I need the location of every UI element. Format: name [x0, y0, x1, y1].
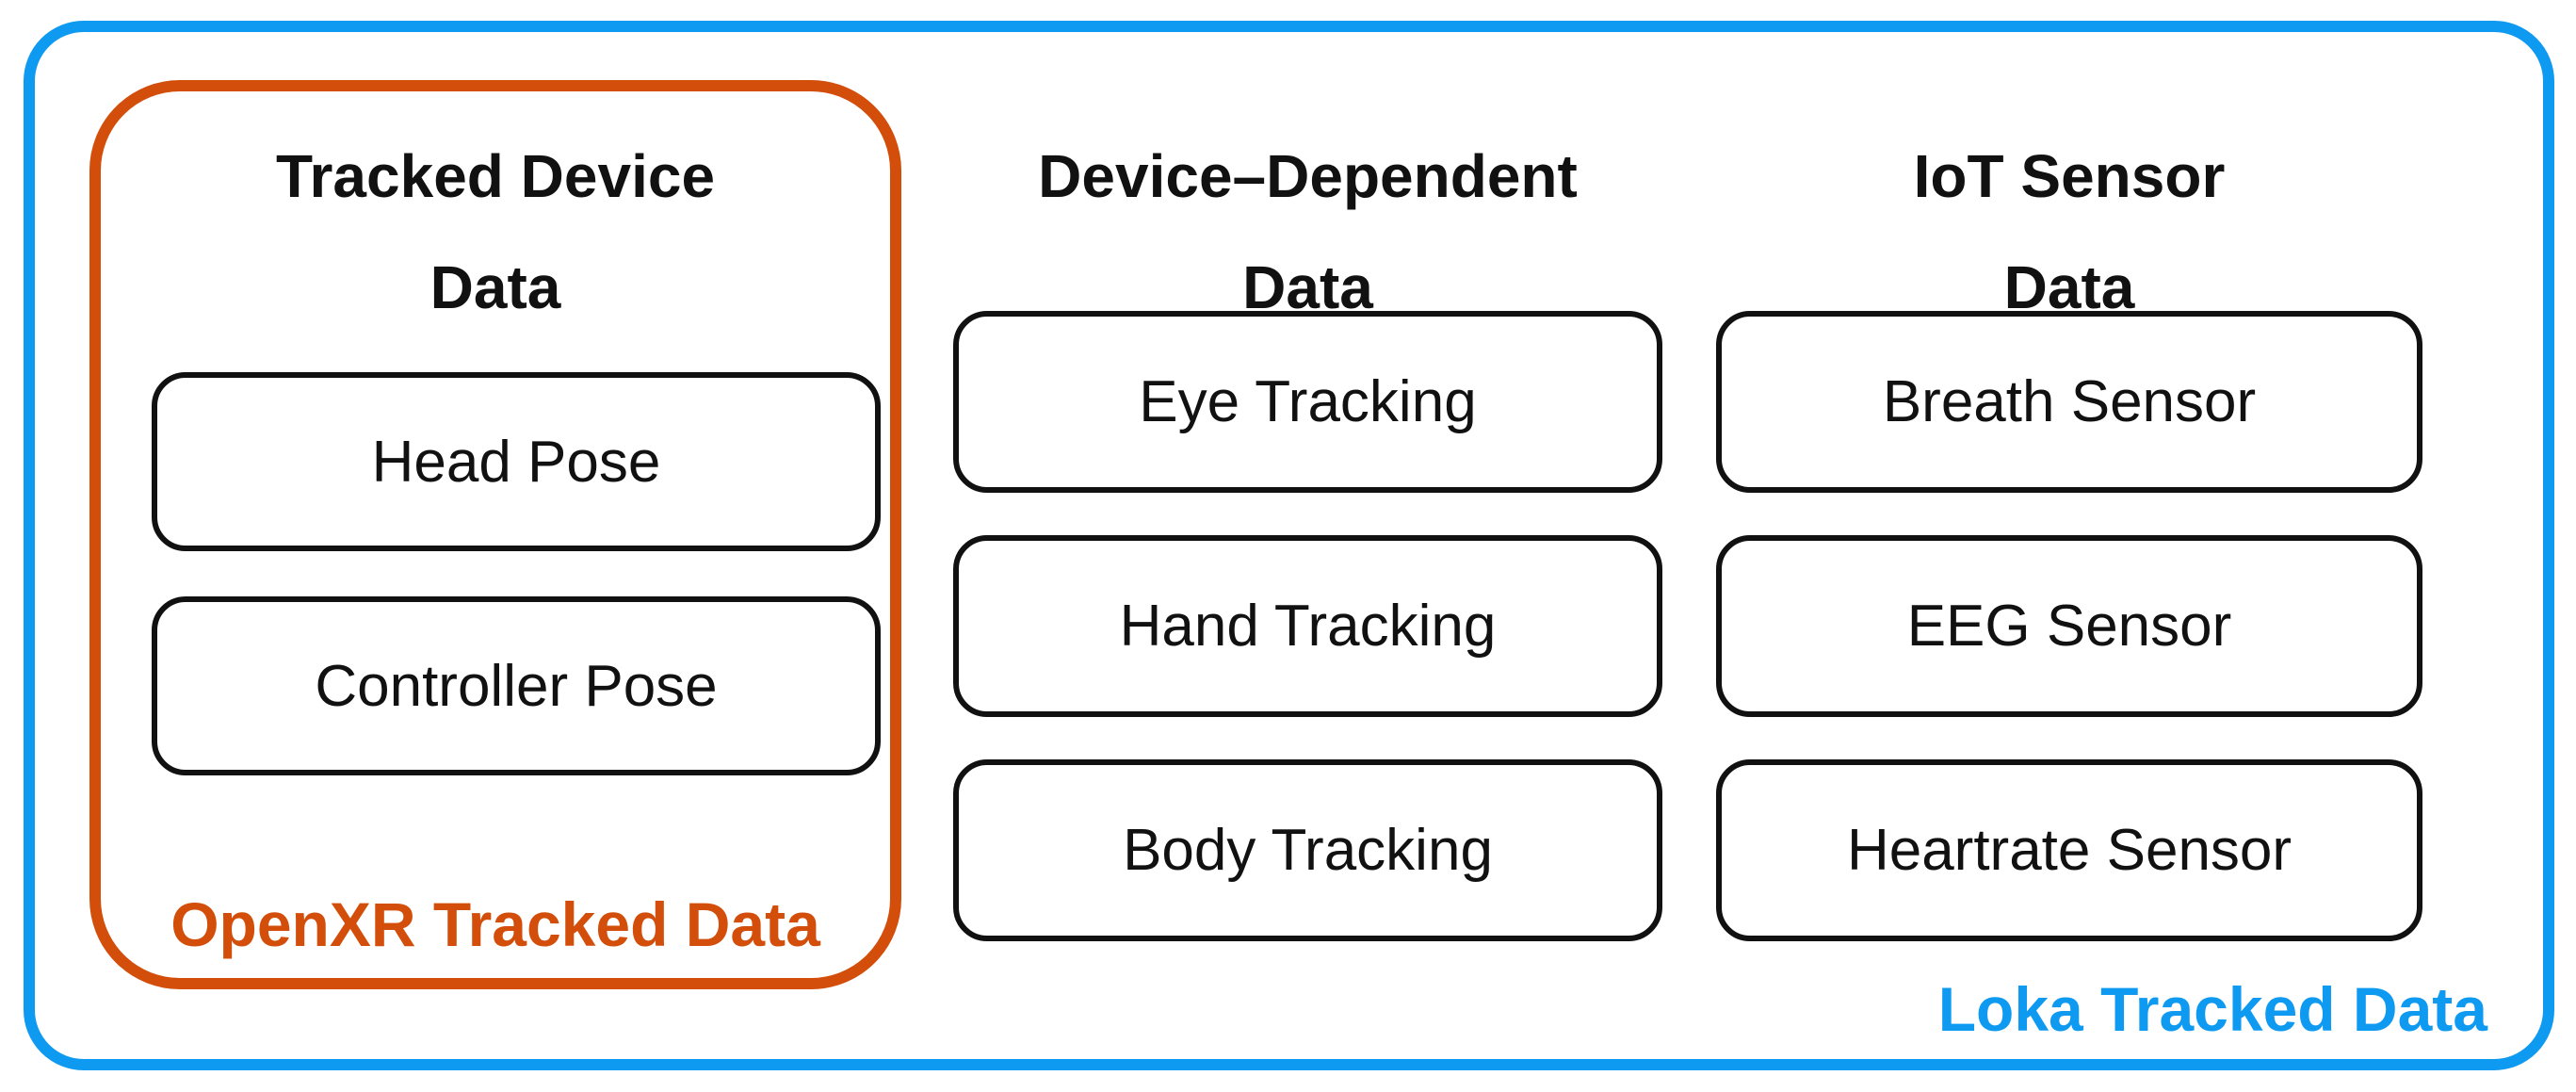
loka-tracked-data-frame: [24, 21, 2554, 1070]
column-title-device-dependent-data: Device–Dependent Data: [953, 121, 1662, 344]
node-hand-tracking: Hand Tracking: [953, 535, 1662, 717]
column-title-line2: Data: [2003, 253, 2135, 322]
node-controller-pose: Controller Pose: [152, 596, 881, 775]
column-title-tracked-device-data: Tracked Device Data: [89, 121, 901, 344]
node-body-tracking: Body Tracking: [953, 759, 1662, 941]
column-title-line1: Device–Dependent: [1038, 142, 1578, 210]
column-title-line1: IoT Sensor: [1913, 142, 2226, 210]
openxr-group-label: OpenXR Tracked Data: [170, 889, 820, 959]
column-title-line2: Data: [1242, 253, 1373, 322]
column-title-line2: Data: [429, 253, 561, 322]
node-eye-tracking: Eye Tracking: [953, 311, 1662, 493]
openxr-tracked-data-frame: [89, 80, 901, 989]
node-head-pose: Head Pose: [152, 372, 881, 551]
loka-group-label: Loka Tracked Data: [1937, 974, 2487, 1044]
node-breath-sensor: Breath Sensor: [1716, 311, 2422, 493]
node-heartrate-sensor: Heartrate Sensor: [1716, 759, 2422, 941]
column-title-line1: Tracked Device: [275, 142, 716, 210]
column-title-iot-sensor-data: IoT Sensor Data: [1716, 121, 2422, 344]
node-eeg-sensor: EEG Sensor: [1716, 535, 2422, 717]
